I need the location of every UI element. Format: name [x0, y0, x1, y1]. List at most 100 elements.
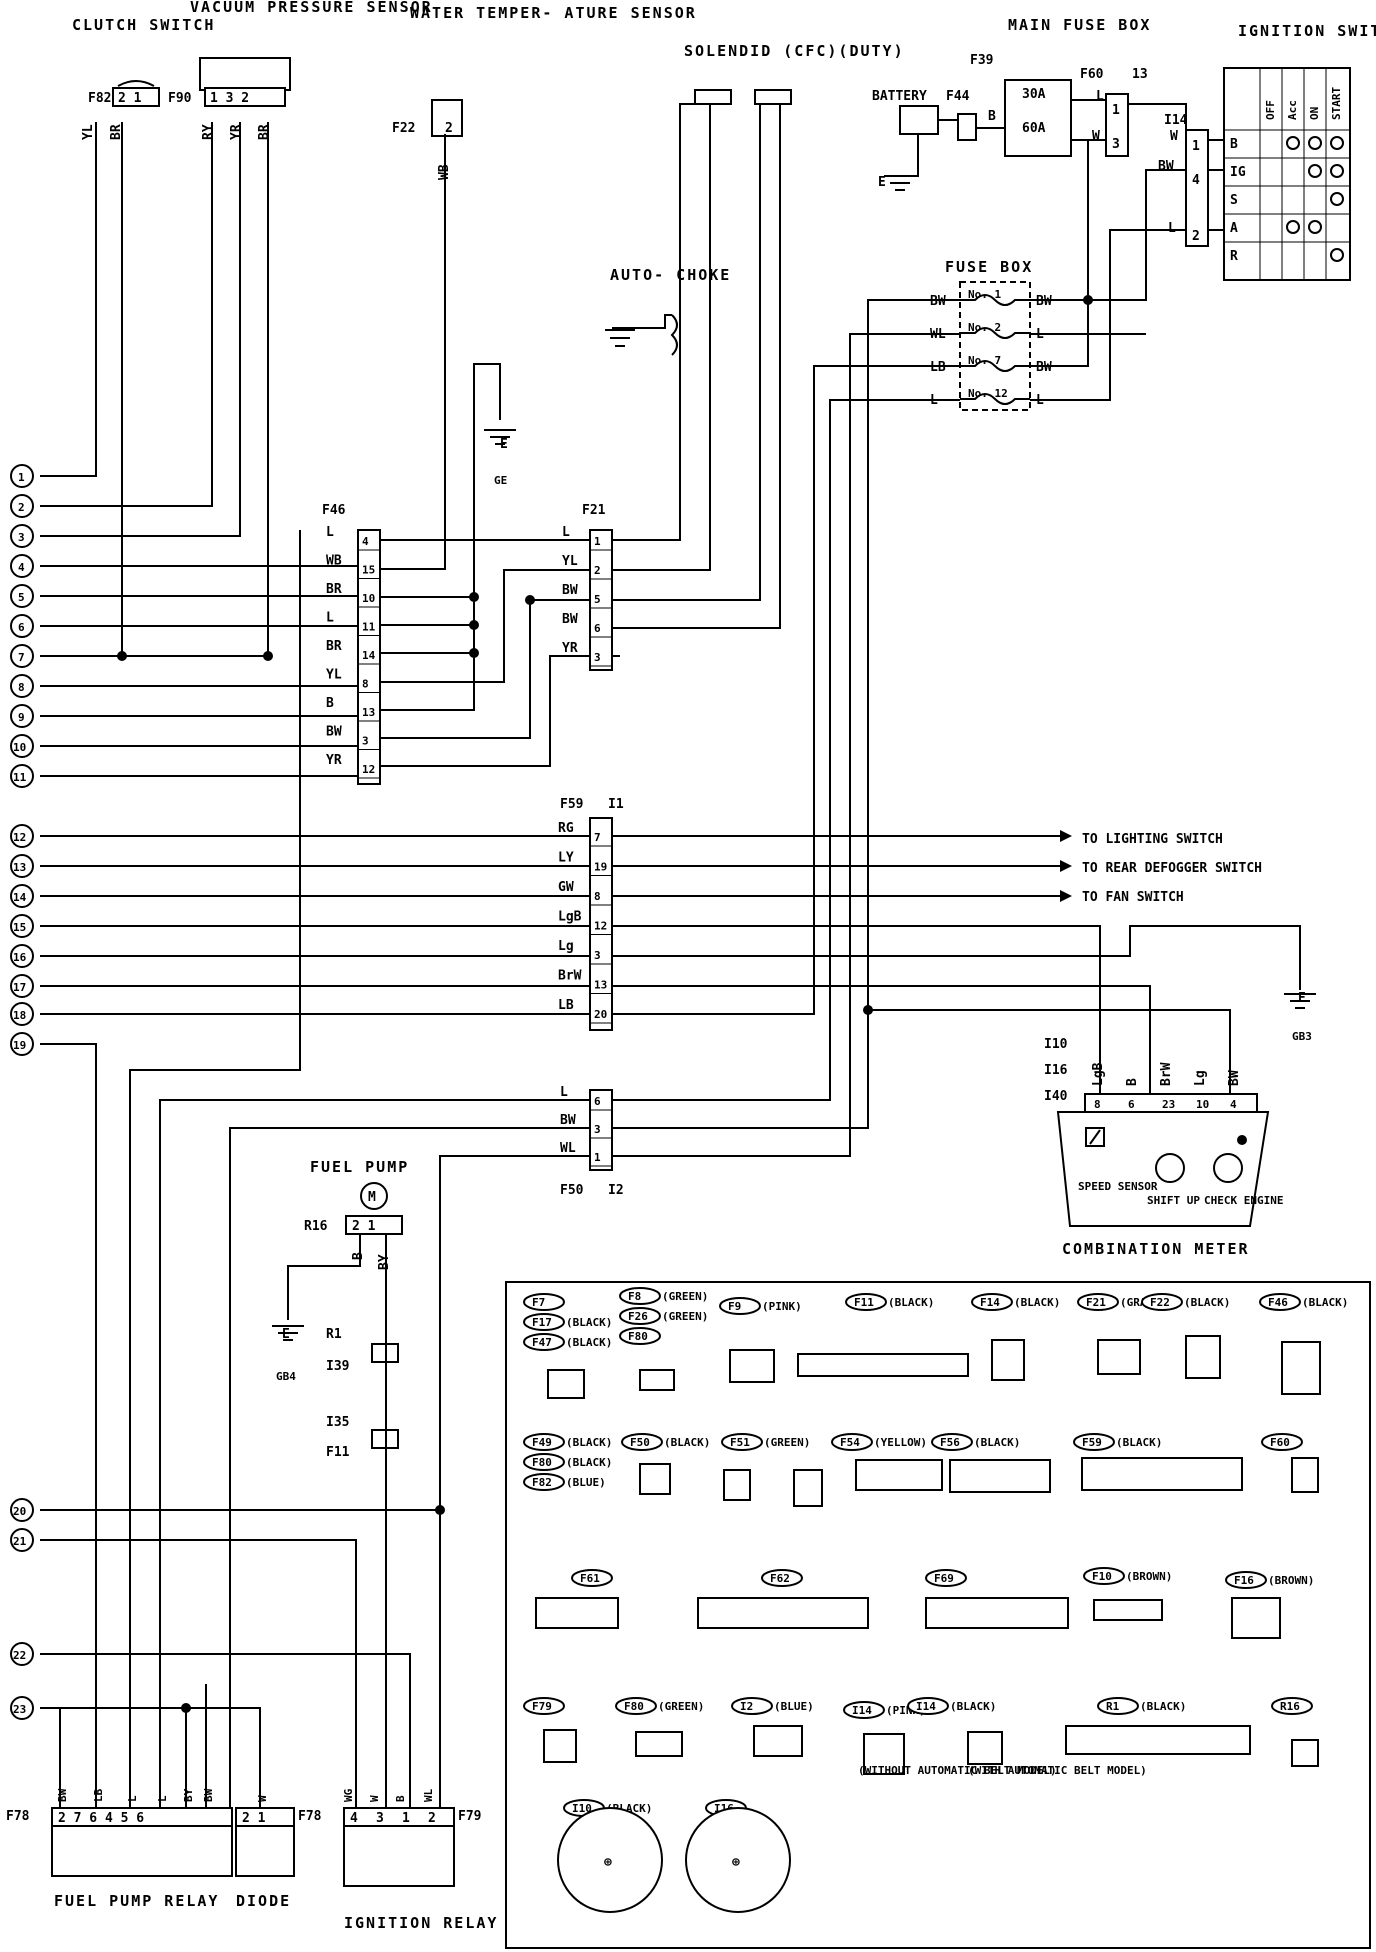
legend-color: (BLACK) [566, 1316, 612, 1329]
pin-number: 6 [594, 1095, 601, 1108]
legend-color: (BROWN) [1126, 1570, 1172, 1583]
connector-f79: F79 [458, 1809, 481, 1824]
legend-item: I2(BLUE) [731, 1697, 814, 1715]
legend-connector-id: F80 [532, 1456, 552, 1469]
pin-number: 13 [594, 979, 607, 992]
main-fuse-box: MAIN FUSE BOX 30A 60A F39 F60 13 1 3 L W [970, 16, 1149, 157]
svg-text:YR: YR [229, 124, 244, 140]
pin-number: 1 [594, 1151, 601, 1164]
terminal-1: 1 [10, 464, 34, 488]
svg-text:30A: 30A [1022, 87, 1046, 102]
terminal-number: 7 [18, 651, 25, 664]
relay-wire-color: W [368, 1795, 381, 1802]
terminal-number: 23 [13, 1703, 26, 1716]
legend-connector-id: F21 [1086, 1296, 1106, 1309]
ground-gb3: E GB3 [1292, 991, 1312, 1043]
svg-text:GB4: GB4 [276, 1370, 296, 1383]
svg-text:I40: I40 [1044, 1089, 1068, 1104]
terminal-23: 23 [10, 1696, 34, 1720]
relay-wire-color: WL [422, 1788, 435, 1802]
connector-f39: F39 [970, 53, 993, 68]
connector-r1: R1 [326, 1327, 342, 1342]
svg-text:BW: BW [1158, 159, 1174, 174]
wire-color: BW [562, 612, 578, 627]
pin-number: 8 [362, 678, 369, 691]
legend-item: F80(BLACK) [523, 1453, 612, 1471]
svg-text:L: L [1168, 221, 1176, 236]
relay-wire-color: B [394, 1795, 407, 1802]
terminal-number: 5 [18, 591, 25, 604]
legend-item: F22(BLACK) [1141, 1293, 1230, 1311]
pin-number: 19 [594, 861, 607, 874]
legend-connector-id: F59 [1082, 1436, 1102, 1449]
svg-text:BR: BR [109, 124, 124, 140]
legend-color: (BLACK) [1184, 1296, 1230, 1309]
fuel-pump-relay-label: FUEL PUMP RELAY [54, 1892, 219, 1910]
terminal-number: 13 [13, 861, 26, 874]
svg-text:2: 2 [1192, 229, 1200, 244]
legend-connector-id: F11 [854, 1296, 874, 1309]
connector-i14: I14 [1164, 113, 1188, 128]
wire-color: BR [326, 639, 342, 654]
legend-connector-id: F56 [940, 1436, 960, 1449]
terminal-14: 14 [10, 884, 34, 908]
svg-text:E: E [282, 1327, 290, 1342]
legend-connector-id: I10 [572, 1802, 592, 1815]
terminal-18: 18 [10, 1002, 34, 1026]
wire-color: BW [326, 725, 342, 740]
terminal-number: 19 [13, 1039, 26, 1052]
connector-f22: F22 [392, 121, 415, 136]
pin-number: 3 [362, 735, 369, 748]
vacuum-sensor-label: VACUUM PRESSURE SENSOR [190, 0, 433, 16]
svg-text:BY: BY [377, 1254, 392, 1270]
relay-pin: 3 [376, 1811, 384, 1826]
without-belt-note: (WITHOUT AUTOMATIC BELT MODEL) [858, 1764, 1057, 1777]
fuse-out-color: BW [1036, 294, 1052, 309]
auto-choke: AUTO- CHOKE [605, 266, 729, 356]
terminal-11: 11 [10, 764, 34, 788]
legend-color: (BLACK) [1140, 1700, 1186, 1713]
svg-text:2 1: 2 1 [352, 1219, 376, 1234]
terminal-16: 16 [10, 944, 34, 968]
check-engine-label: CHECK ENGINE [1204, 1194, 1283, 1207]
pin-number: 3 [594, 651, 601, 664]
svg-text:I10: I10 [1044, 1037, 1068, 1052]
relay-pin: 2 [428, 1811, 436, 1826]
battery: BATTERY F44 B E [872, 89, 996, 190]
relay-wire-color: W [256, 1795, 269, 1802]
relay-wire-color: BW [202, 1788, 215, 1802]
legend-connector-id: F9 [728, 1300, 741, 1313]
relay-wire-color: BW [56, 1788, 69, 1802]
legend-color: (BLACK) [974, 1436, 1020, 1449]
svg-text:2: 2 [445, 121, 453, 136]
legend-item: F50(BLACK) [621, 1433, 710, 1451]
legend-connector-id: F10 [1092, 1570, 1112, 1583]
legend-item: R1(BLACK) [1097, 1697, 1186, 1715]
wire-color: L [326, 525, 334, 540]
legend-connector-id: F82 [532, 1476, 552, 1489]
meter-wire-color: LgB [1091, 1062, 1106, 1086]
legend-item: F17 (BLACK) [523, 1313, 612, 1331]
ignition-terminal: S [1230, 193, 1238, 208]
pin-number: 11 [362, 621, 376, 634]
legend-color: (BLACK) [1014, 1296, 1060, 1309]
legend-item: F56 (BLACK) [931, 1433, 1020, 1451]
svg-text:YL: YL [81, 124, 96, 140]
svg-text:E: E [878, 175, 886, 190]
legend-connector-id: I2 [740, 1700, 753, 1713]
terminal-13: 13 [10, 854, 34, 878]
legend-color: (YELLOW) [874, 1436, 927, 1449]
legend-connector-id: F17 [532, 1316, 552, 1329]
svg-text:RY: RY [201, 124, 216, 140]
svg-text:3: 3 [1112, 137, 1120, 152]
pin-number: 1 [594, 535, 601, 548]
terminal-number: 6 [18, 621, 25, 634]
meter-pin: 23 [1162, 1098, 1175, 1111]
legend-connector-id: F79 [532, 1700, 552, 1713]
legend-color: (BLACK) [566, 1336, 612, 1349]
wire-color: Lg [558, 939, 574, 954]
